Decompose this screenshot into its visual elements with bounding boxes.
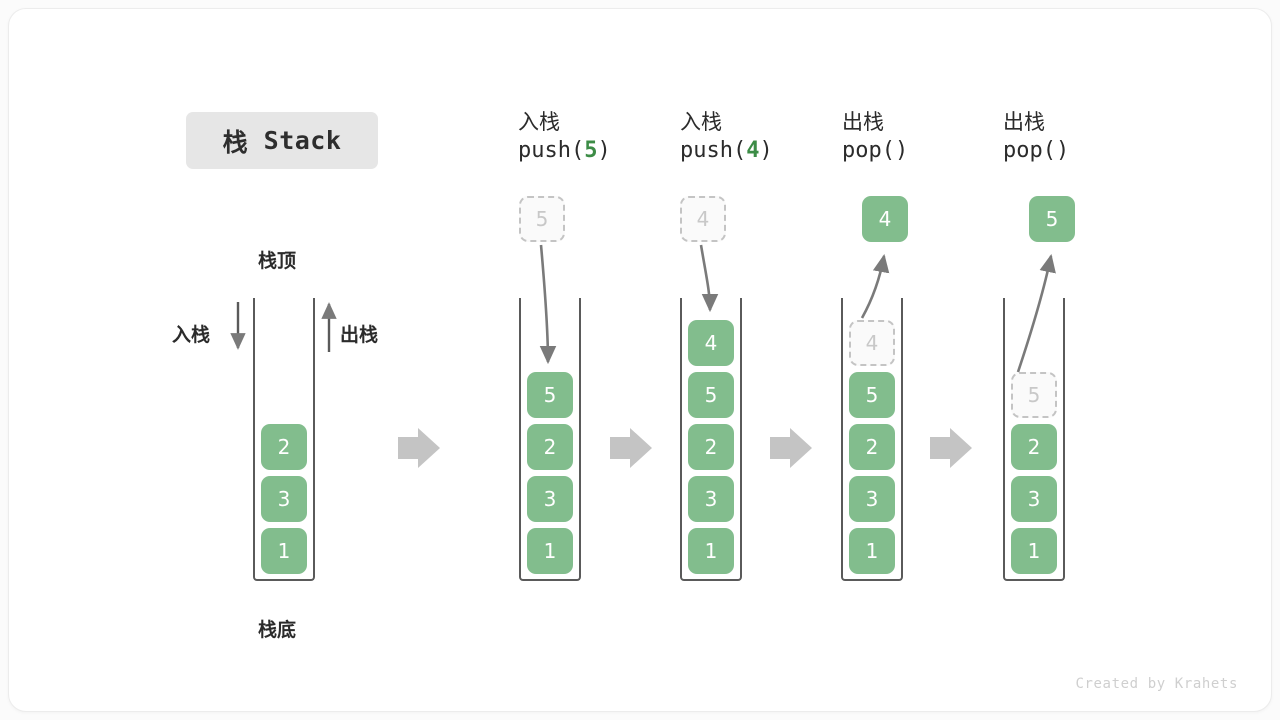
stack-element: 2 xyxy=(849,424,895,470)
ghost-removed-element: 5 xyxy=(1011,372,1057,418)
footer-credit: Created by Krahets xyxy=(1075,676,1238,692)
ghost-removed-element: 4 xyxy=(849,320,895,366)
stack-element: 2 xyxy=(1011,424,1057,470)
code-suffix: ) xyxy=(759,138,773,164)
stack-element: 2 xyxy=(261,424,307,470)
pop-side-label: 出栈 xyxy=(340,324,379,346)
stage-header-code: pop() xyxy=(842,136,908,166)
stack-container-push-4 xyxy=(680,298,742,581)
stack-bottom-label: 栈底 xyxy=(258,619,297,641)
code-suffix: ) xyxy=(1055,138,1070,164)
stage-header-cjk: 出栈 xyxy=(1003,110,1045,134)
stack-element: 5 xyxy=(849,372,895,418)
code-arg: 5 xyxy=(584,138,598,164)
stage-header-pop-1: 出栈 pop() xyxy=(842,108,908,166)
stack-element: 2 xyxy=(527,424,573,470)
code-suffix: ) xyxy=(597,138,611,164)
stack-element: 2 xyxy=(688,424,734,470)
stack-element: 3 xyxy=(527,476,573,522)
stack-element: 3 xyxy=(261,476,307,522)
title-latin: Stack xyxy=(263,126,342,155)
stack-element: 1 xyxy=(527,528,573,574)
stack-element: 4 xyxy=(688,320,734,366)
stage-header-push-4: 入栈 push(4) xyxy=(680,108,773,166)
floating-popped-element: 5 xyxy=(1029,196,1075,242)
code-prefix: pop( xyxy=(1003,138,1056,164)
stage-header-cjk: 入栈 xyxy=(680,110,722,134)
stack-container-push-5 xyxy=(519,298,581,581)
stack-element: 3 xyxy=(688,476,734,522)
code-prefix: push( xyxy=(518,138,585,164)
stack-element: 1 xyxy=(261,528,307,574)
stack-element: 5 xyxy=(688,372,734,418)
stack-container-pop-2 xyxy=(1003,298,1065,581)
stack-element: 1 xyxy=(1011,528,1057,574)
stack-element: 3 xyxy=(1011,476,1057,522)
stage-header-code: push(5) xyxy=(518,136,611,166)
stack-container-pop-1 xyxy=(841,298,903,581)
floating-ghost-element: 4 xyxy=(680,196,726,242)
stage-header-cjk: 入栈 xyxy=(518,110,560,134)
stack-top-label: 栈顶 xyxy=(258,250,297,272)
code-prefix: push( xyxy=(680,138,747,164)
stage-header-code: push(4) xyxy=(680,136,773,166)
code-arg: 4 xyxy=(746,138,760,164)
floating-ghost-element: 5 xyxy=(519,196,565,242)
stack-element: 3 xyxy=(849,476,895,522)
stage-header-code: pop() xyxy=(1003,136,1069,166)
code-suffix: ) xyxy=(894,138,909,164)
stage-header-pop-2: 出栈 pop() xyxy=(1003,108,1069,166)
stack-element: 1 xyxy=(849,528,895,574)
stage-header-push-5: 入栈 push(5) xyxy=(518,108,611,166)
push-side-label: 入栈 xyxy=(172,324,211,346)
stack-element: 5 xyxy=(527,372,573,418)
title-cjk: 栈 xyxy=(222,127,249,157)
stage-header-cjk: 出栈 xyxy=(842,110,884,134)
floating-popped-element: 4 xyxy=(862,196,908,242)
stack-container-initial xyxy=(253,298,315,581)
code-prefix: pop( xyxy=(842,138,895,164)
stack-element: 1 xyxy=(688,528,734,574)
page-title: 栈 Stack xyxy=(186,112,378,169)
